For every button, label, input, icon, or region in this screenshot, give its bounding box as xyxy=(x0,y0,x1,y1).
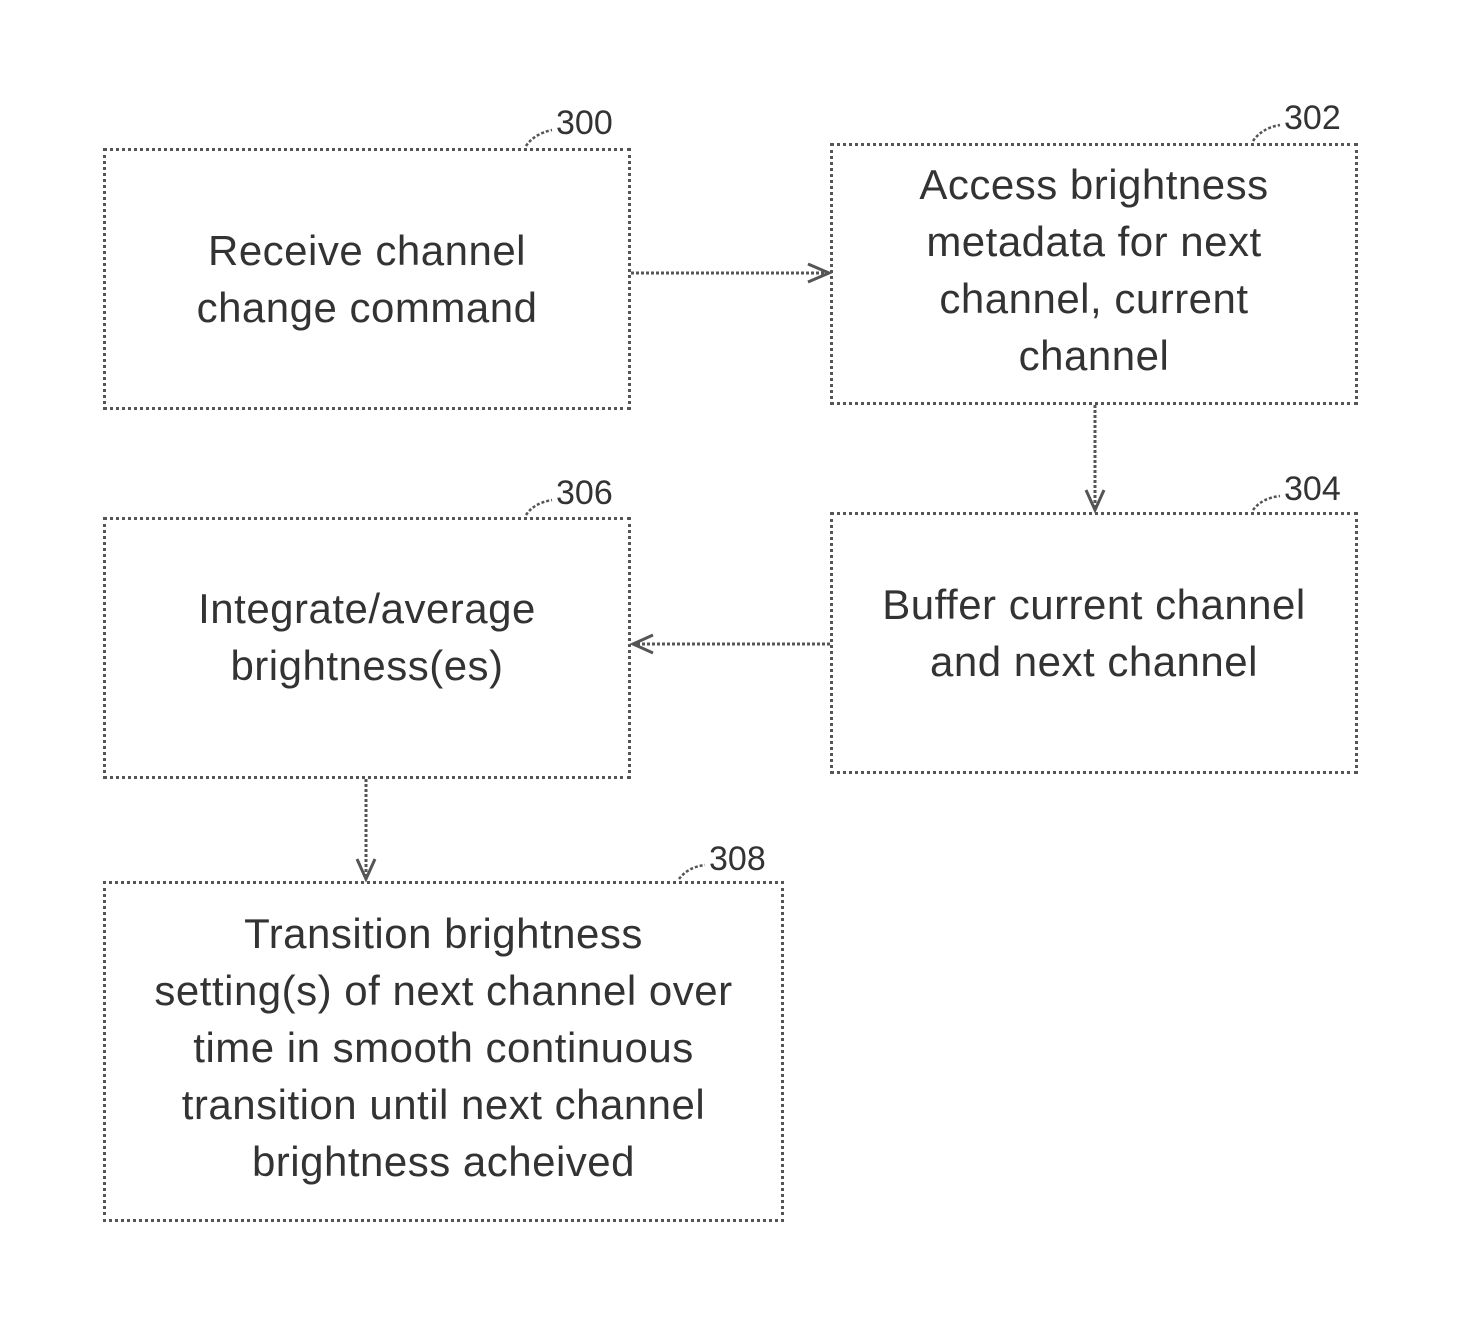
step-text-304: Buffer current channel and next channel xyxy=(882,576,1305,690)
step-box-304: Buffer current channel and next channel xyxy=(830,512,1358,774)
step-box-300: Receive channel change command xyxy=(103,148,631,410)
arrowhead-304-to-306 xyxy=(633,635,653,653)
step-text-306: Integrate/average brightness(es) xyxy=(198,580,536,694)
ref-leader-306 xyxy=(526,500,552,515)
ref-label-302: 302 xyxy=(1284,101,1341,135)
arrowhead-300-to-302 xyxy=(808,264,829,282)
step-text-302: Access brightness metadata for next chan… xyxy=(919,156,1268,384)
ref-label-308: 308 xyxy=(709,842,766,876)
ref-leader-304 xyxy=(1253,496,1280,510)
step-box-306: Integrate/average brightness(es) xyxy=(103,517,631,779)
step-text-308: Transition brightness setting(s) of next… xyxy=(154,905,732,1190)
ref-leader-308 xyxy=(679,865,705,879)
step-box-308: Transition brightness setting(s) of next… xyxy=(103,881,784,1222)
ref-label-300: 300 xyxy=(556,106,613,140)
arrowhead-306-to-308 xyxy=(357,859,375,879)
step-box-302: Access brightness metadata for next chan… xyxy=(830,143,1358,405)
step-text-300: Receive channel change command xyxy=(197,222,538,336)
arrowhead-302-to-304 xyxy=(1086,490,1104,510)
ref-label-304: 304 xyxy=(1284,472,1341,506)
ref-leader-302 xyxy=(1253,125,1280,141)
ref-leader-300 xyxy=(526,130,552,146)
ref-label-306: 306 xyxy=(556,476,613,510)
